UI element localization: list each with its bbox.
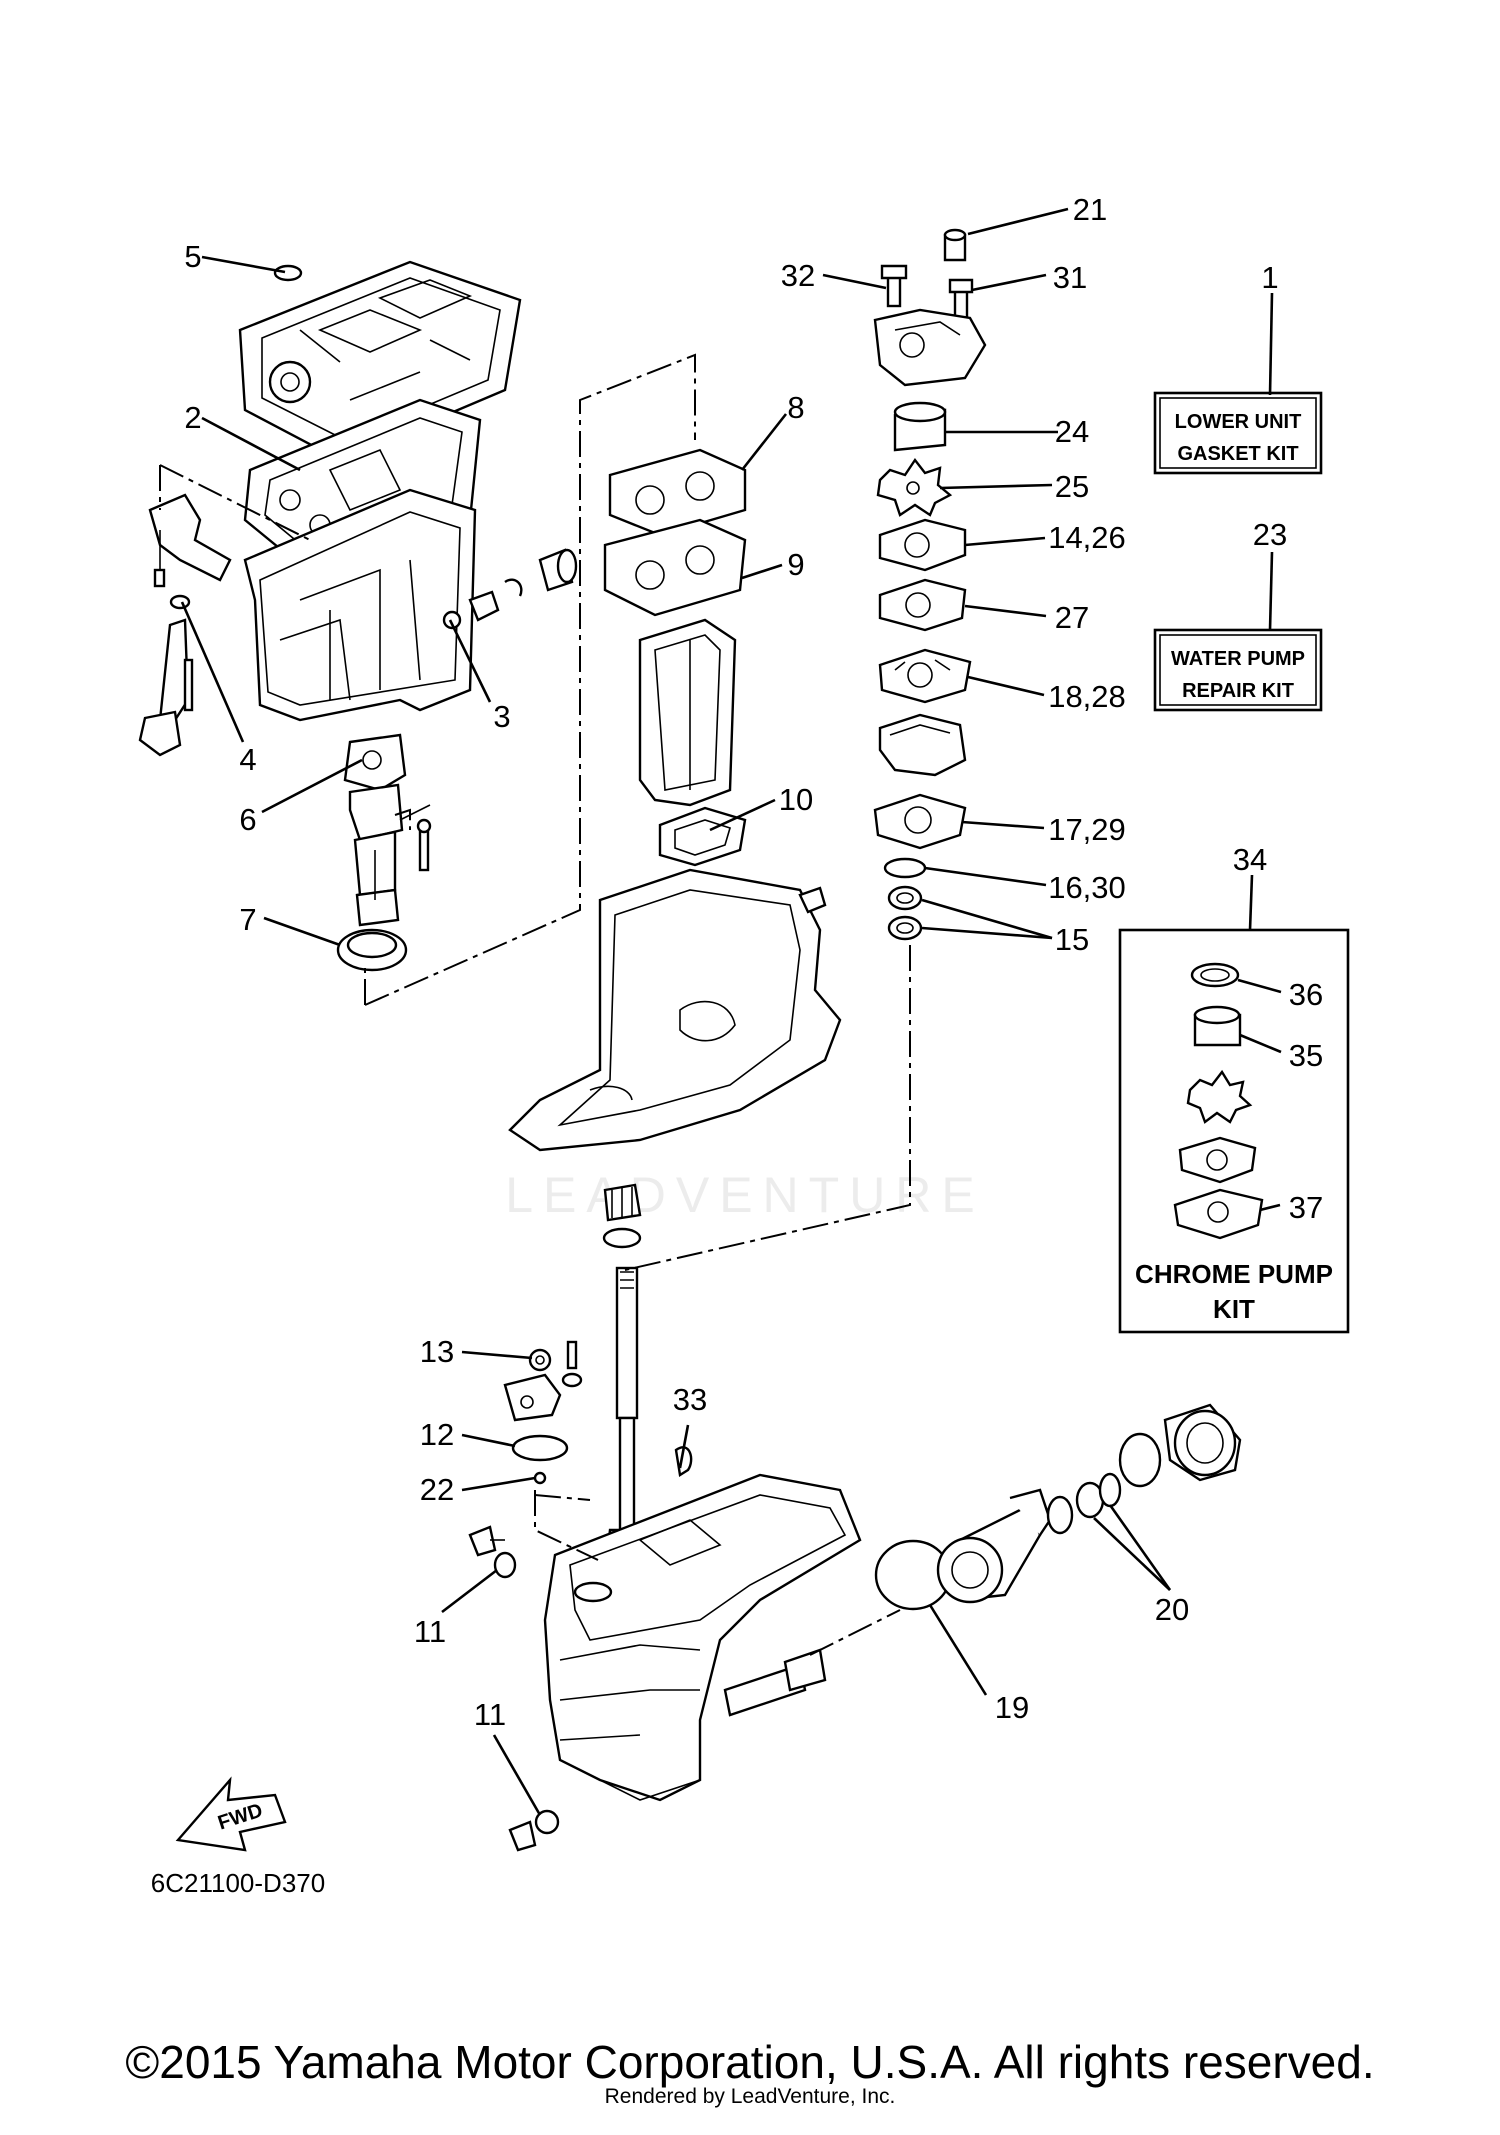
callout-32: 32 bbox=[781, 258, 815, 293]
callout-33: 33 bbox=[673, 1382, 707, 1417]
exhaust-tube-casting bbox=[638, 618, 737, 807]
callout-34: 34 bbox=[1233, 842, 1267, 877]
lower-gear-case bbox=[543, 1473, 862, 1802]
callout-18-28: 18,28 bbox=[1048, 679, 1126, 714]
assembly-lines bbox=[159, 353, 911, 1656]
callout-27: 27 bbox=[1055, 600, 1089, 635]
callout-36: 36 bbox=[1289, 977, 1323, 1012]
water-pump-repair-kit-box: WATER PUMP REPAIR KIT bbox=[1153, 628, 1323, 712]
callout-2: 2 bbox=[184, 400, 201, 435]
rendered-by-notice: Rendered by LeadVenture, Inc. bbox=[605, 2085, 896, 2108]
callout-11-upper: 11 bbox=[414, 1614, 446, 1649]
callout-17-29: 17,29 bbox=[1048, 812, 1126, 847]
callout-13: 13 bbox=[420, 1334, 454, 1369]
callout-23: 23 bbox=[1253, 517, 1287, 552]
drain-fittings bbox=[442, 548, 578, 630]
leader-lines bbox=[180, 207, 1282, 1816]
callout-20: 20 bbox=[1155, 1592, 1189, 1627]
copyright-notice: ©2015 Yamaha Motor Corporation, U.S.A. A… bbox=[125, 2036, 1374, 2088]
chrome-pump-kit-box: CHROME PUMP KIT bbox=[1118, 928, 1350, 1334]
callout-16-30: 16,30 bbox=[1048, 870, 1126, 905]
gasket-8 bbox=[608, 448, 747, 537]
callout-25: 25 bbox=[1055, 469, 1089, 504]
callout-11-lower: 11 bbox=[474, 1697, 506, 1732]
upper-casing-body bbox=[243, 488, 477, 722]
callout-24: 24 bbox=[1055, 414, 1089, 449]
lower-unit-gasket-kit-box: LOWER UNIT GASKET KIT bbox=[1153, 391, 1323, 475]
chrome-pump-kit-line1: CHROME PUMP bbox=[1135, 1259, 1333, 1289]
callout-1: 1 bbox=[1261, 260, 1278, 295]
gear-case-left-parts bbox=[468, 1340, 693, 1852]
callout-14-26: 14,26 bbox=[1048, 520, 1126, 555]
water-pump-column bbox=[873, 228, 987, 941]
callout-19: 19 bbox=[995, 1690, 1029, 1725]
callout-31: 31 bbox=[1053, 260, 1087, 295]
callout-10: 10 bbox=[779, 782, 813, 817]
prop-shaft-housing bbox=[874, 1403, 1242, 1611]
fwd-arrow: FWD bbox=[175, 1776, 287, 1852]
gasket-10 bbox=[658, 806, 747, 867]
callout-37: 37 bbox=[1289, 1190, 1323, 1225]
lower-unit-gasket-kit-line2: GASKET KIT bbox=[1177, 443, 1298, 465]
shift-linkage bbox=[138, 493, 232, 757]
callout-22: 22 bbox=[420, 1472, 454, 1507]
water-pump-repair-kit-line2: REPAIR KIT bbox=[1182, 680, 1294, 702]
callout-7: 7 bbox=[239, 902, 256, 937]
callout-3: 3 bbox=[493, 699, 510, 734]
lower-unit-gasket-kit-line1: LOWER UNIT bbox=[1175, 411, 1302, 433]
exhaust-guide bbox=[343, 733, 432, 927]
callout-9: 9 bbox=[787, 547, 804, 582]
callout-12: 12 bbox=[420, 1417, 454, 1452]
callouts: 5 2 3 4 6 7 8 9 10 21 32 31 1 24 25 14,2… bbox=[184, 192, 1323, 1732]
chrome-pump-kit-line2: KIT bbox=[1213, 1294, 1255, 1324]
watermark-text: LEADVENTURE bbox=[505, 1167, 985, 1223]
callout-21: 21 bbox=[1073, 192, 1107, 227]
gasket-9 bbox=[603, 518, 747, 617]
callout-5: 5 bbox=[184, 239, 201, 274]
callout-15: 15 bbox=[1055, 922, 1089, 957]
callout-4: 4 bbox=[239, 742, 256, 777]
drive-pinion bbox=[602, 1183, 642, 1249]
callout-8: 8 bbox=[787, 390, 804, 425]
drawing-code: 6C21100-D370 bbox=[151, 1868, 325, 1898]
callout-35: 35 bbox=[1289, 1038, 1323, 1073]
drive-shaft-housing bbox=[508, 868, 842, 1152]
callout-6: 6 bbox=[239, 802, 256, 837]
seal-7 bbox=[336, 928, 408, 972]
water-pump-repair-kit-line1: WATER PUMP bbox=[1171, 648, 1305, 670]
drive-shaft bbox=[605, 1266, 650, 1557]
